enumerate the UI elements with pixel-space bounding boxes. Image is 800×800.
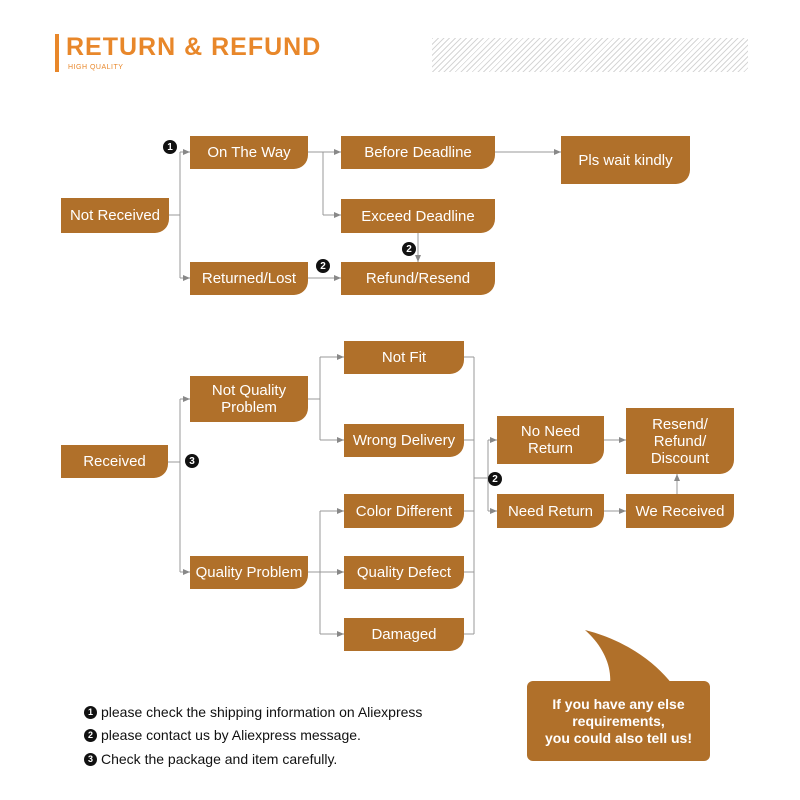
step-marker-2: 2 [488, 472, 502, 486]
node-on-the-way: On The Way [190, 136, 308, 169]
node-before-deadline: Before Deadline [341, 136, 495, 169]
node-refund-resend: Refund/Resend [341, 262, 495, 295]
note-text: please contact us by Aliexpress message. [101, 727, 361, 743]
page-title: RETURN & REFUND [66, 33, 322, 61]
bubble-line-2: requirements, [572, 712, 665, 729]
node-we-received: We Received [626, 494, 734, 528]
node-received: Received [61, 445, 168, 478]
note-1: 1 please check the shipping information … [84, 704, 422, 720]
step-marker-2: 2 [402, 242, 416, 256]
node-need-return: Need Return [497, 494, 604, 528]
note-text: Check the package and item carefully. [101, 751, 338, 767]
note-2: 2 please contact us by Aliexpress messag… [84, 727, 361, 743]
node-not-received: Not Received [61, 198, 169, 233]
note-number-icon: 2 [84, 728, 97, 742]
node-quality-problem: Quality Problem [190, 556, 308, 589]
bubble-line-1: If you have any else [552, 695, 685, 712]
node-no-need-return: No Need Return [497, 416, 604, 464]
node-exceed-deadline: Exceed Deadline [341, 199, 495, 233]
note-number-icon: 1 [84, 705, 97, 719]
node-not-fit: Not Fit [344, 341, 464, 374]
step-marker-1: 1 [163, 140, 177, 154]
bubble-line-3: you could also tell us! [544, 729, 693, 746]
header-accent-bar [55, 34, 59, 72]
node-wrong-delivery: Wrong Delivery [344, 424, 464, 457]
decorative-stripes [432, 38, 748, 72]
node-resend-refund-discount: Resend/ Refund/ Discount [626, 408, 734, 474]
step-marker-2: 2 [316, 259, 330, 273]
node-color-different: Color Different [344, 494, 464, 528]
node-not-quality-problem: Not Quality Problem [190, 376, 308, 422]
node-quality-defect: Quality Defect [344, 556, 464, 589]
node-damaged: Damaged [344, 618, 464, 651]
speech-bubble: If you have any else requirements, you c… [527, 681, 710, 761]
step-marker-3: 3 [185, 454, 199, 468]
note-3: 3 Check the package and item carefully. [84, 751, 337, 767]
note-text: please check the shipping information on… [101, 704, 423, 720]
node-returned-lost: Returned/Lost [190, 262, 308, 295]
node-pls-wait-kindly: Pls wait kindly [561, 136, 690, 184]
page-subtitle: HIGH QUALITY [68, 64, 124, 71]
note-number-icon: 3 [84, 752, 97, 766]
